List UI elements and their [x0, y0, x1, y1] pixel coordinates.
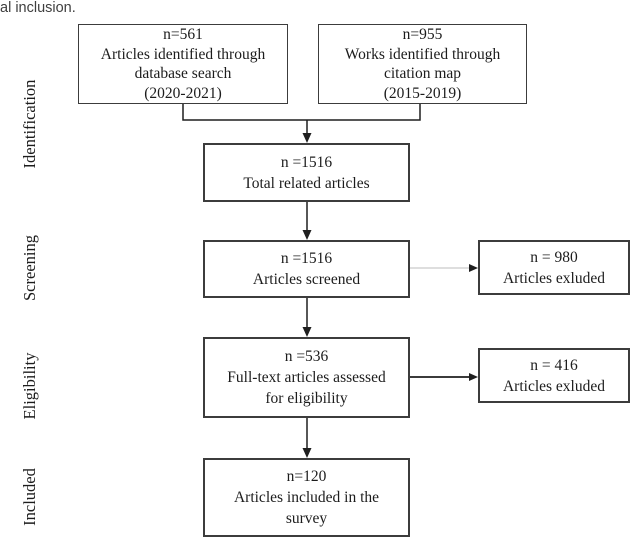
box-line: Works identified through	[344, 45, 501, 63]
box-identified-citation-map: n=955 Works identified through citation …	[318, 24, 527, 104]
box-line: (2020-2021)	[144, 84, 222, 102]
box-line: n=561	[163, 26, 203, 43]
box-excluded-eligibility: n = 416 Articles exluded	[478, 348, 630, 403]
arrow-screened-to-excluded-head	[469, 264, 478, 272]
arrow-fulltext-to-included-head	[302, 448, 312, 458]
arrow-total-to-screened-head	[302, 230, 312, 240]
box-line: Articles identified through	[100, 45, 266, 63]
box-line: n = 416	[530, 356, 578, 374]
box-identified-database: n=561 Articles identified through databa…	[78, 24, 288, 104]
box-line: Full-text articles assessed	[227, 369, 386, 386]
box-line: survey	[285, 510, 328, 527]
box-line: Total related articles	[243, 174, 370, 192]
box-line: Articles exluded	[502, 269, 605, 287]
box-line: (2015-2019)	[383, 84, 462, 102]
box-line: Articles included in the	[233, 489, 380, 506]
box-line: database search	[134, 65, 232, 82]
box-line: Articles exluded	[502, 377, 605, 395]
box-total-related-articles: n =1516 Total related articles	[203, 143, 410, 202]
stage-label-identification: Identification	[20, 79, 39, 169]
box-line: n =1516	[280, 153, 333, 171]
box-line: citation map	[383, 65, 462, 82]
box-line: n =1516	[280, 250, 333, 267]
arrow-fulltext-to-excluded-head	[469, 373, 478, 381]
arrow-merge-to-total-head	[302, 133, 312, 143]
box-line: for eligibility	[265, 390, 348, 407]
box-line: n=955	[402, 26, 443, 43]
box-excluded-screening: n = 980 Articles exluded	[478, 240, 630, 295]
caption-text: al inclusion.	[0, 0, 76, 16]
box-line: Articles screened	[252, 271, 361, 288]
arrow-screened-to-fulltext-head	[302, 327, 312, 337]
box-fulltext-assessed: n =536 Full-text articles assessed for e…	[203, 337, 410, 418]
box-included-survey: n=120 Articles included in the survey	[203, 458, 410, 537]
stage-label-included: Included	[20, 468, 39, 526]
box-line: n =536	[284, 348, 329, 365]
box-line: n = 980	[530, 248, 578, 266]
box-articles-screened: n =1516 Articles screened	[203, 240, 410, 298]
merge-connector-line	[182, 104, 421, 121]
box-line: n=120	[286, 468, 327, 485]
